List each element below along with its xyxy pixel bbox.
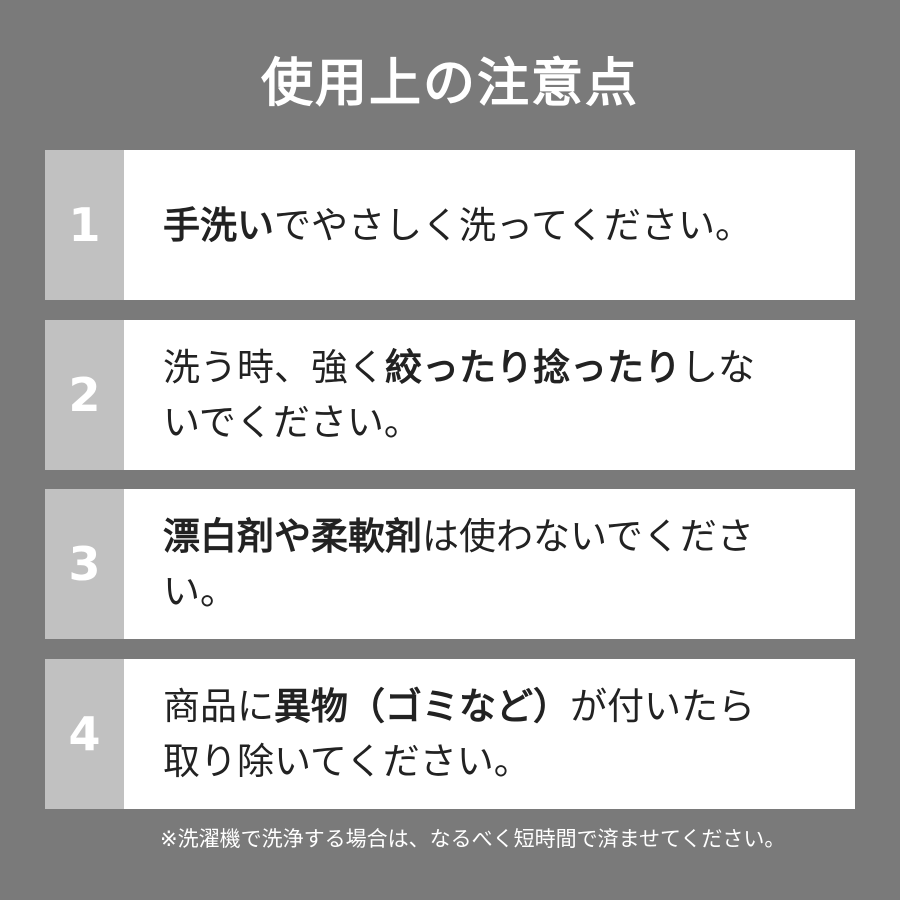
plain-text: 洗う時、強く [163, 346, 385, 389]
item-text: 洗う時、強く絞ったり捻ったりしないでください。 [124, 320, 855, 470]
item-number: 1 [45, 150, 124, 300]
caution-item-3: 3 漂白剤や柔軟剤は使わないでください。 [45, 489, 855, 639]
plain-text: が付いたら取り除いてください。 [163, 685, 755, 783]
plain-text: は使わないでください。 [163, 515, 754, 613]
caution-item-2: 2 洗う時、強く絞ったり捻ったりしないでください。 [45, 320, 855, 470]
item-number: 3 [45, 489, 124, 639]
caution-item-1: 1 手洗いでやさしく洗ってください。 [45, 150, 855, 300]
item-number: 4 [45, 659, 124, 809]
plain-text: 商品に [163, 685, 274, 728]
bold-text: 漂白剤や柔軟剤 [163, 515, 422, 558]
plain-text: しないでください。 [163, 346, 755, 444]
caution-item-4: 4 商品に異物（ゴミなど）が付いたら取り除いてください。 [45, 659, 855, 809]
item-text: 漂白剤や柔軟剤は使わないでください。 [124, 489, 855, 639]
item-text: 手洗いでやさしく洗ってください。 [124, 150, 855, 300]
bold-text: 絞ったり捻ったり [385, 346, 681, 389]
bold-text: 異物（ゴミなど） [274, 685, 570, 728]
plain-text: でやさしく洗ってください。 [274, 203, 753, 247]
bold-text: 手洗い [163, 203, 274, 247]
footnote: ※洗濯機で洗浄する場合は、なるべく短時間で済ませてください。 [160, 827, 786, 851]
item-text: 商品に異物（ゴミなど）が付いたら取り除いてください。 [124, 659, 855, 809]
item-number: 2 [45, 320, 124, 470]
page-title: 使用上の注意点 [260, 54, 639, 114]
